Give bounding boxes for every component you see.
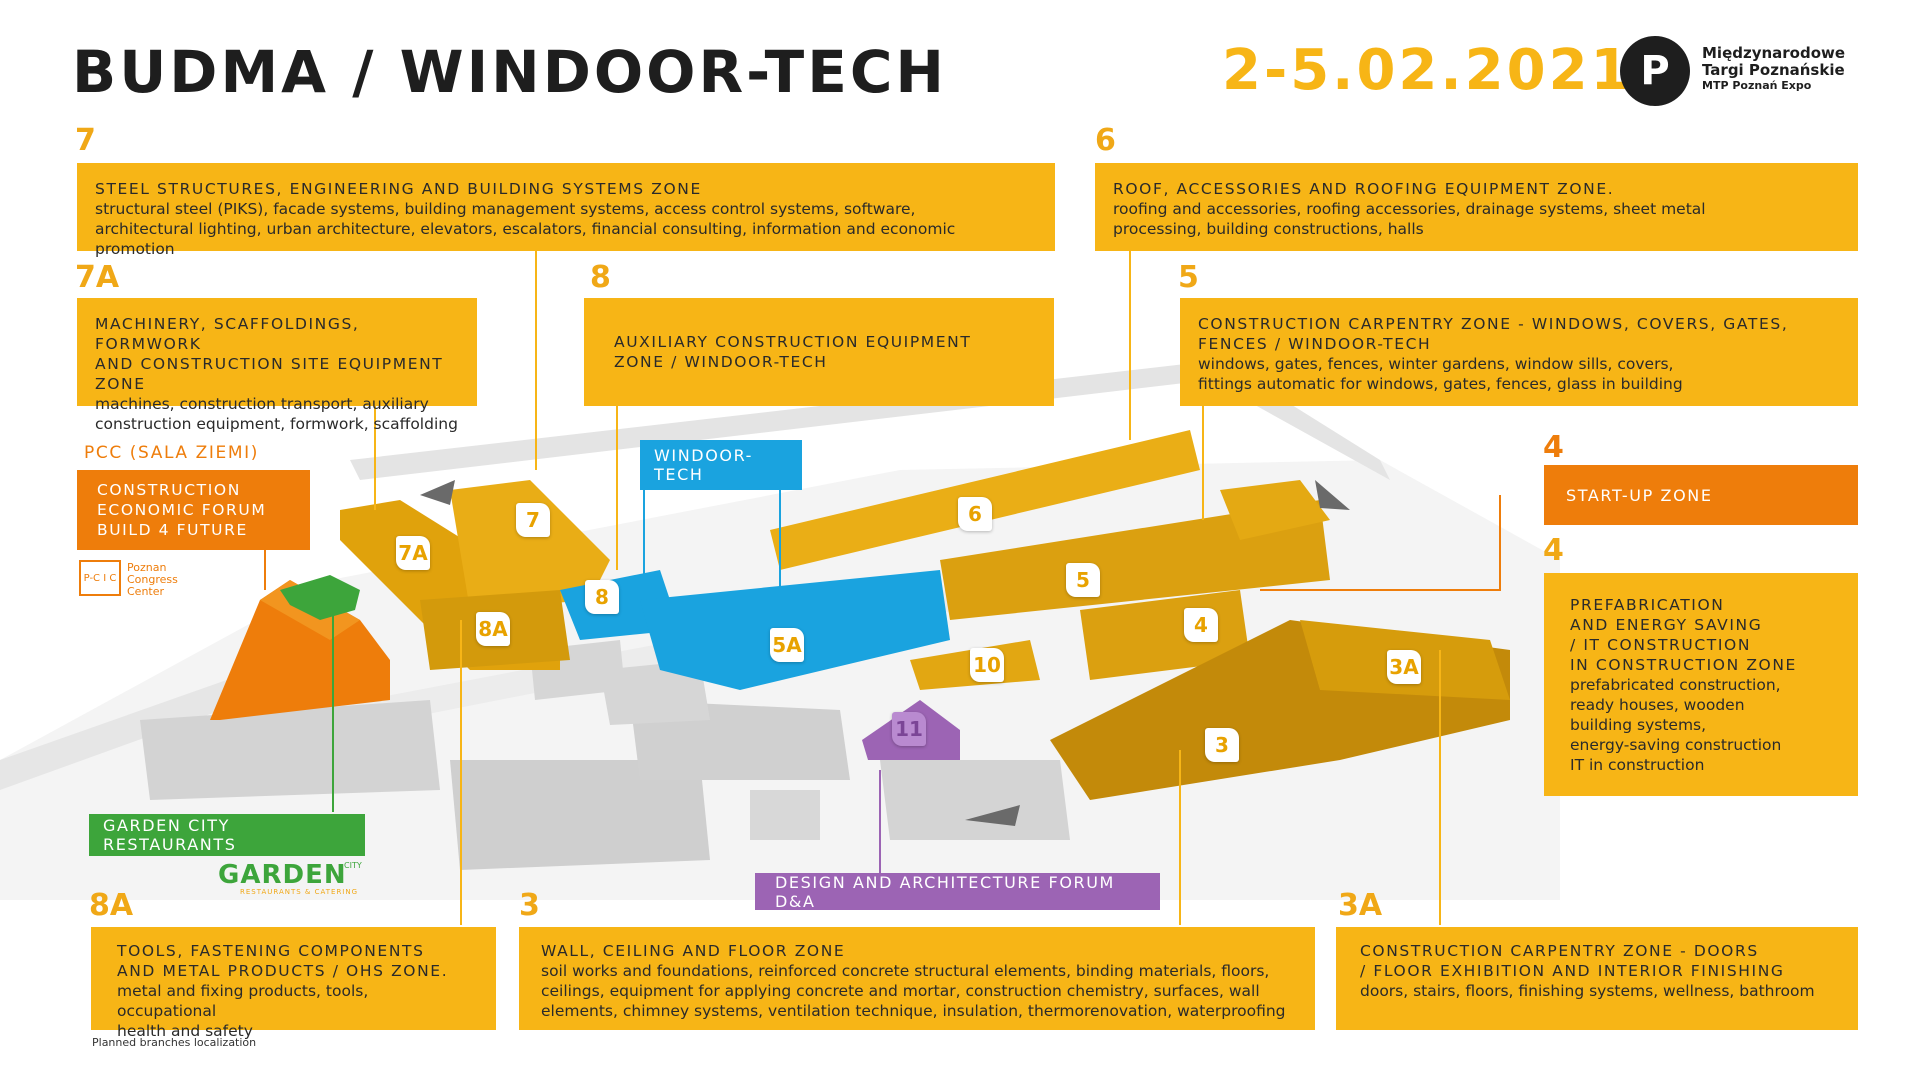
hall-8-marker[interactable]: 8 [585, 580, 619, 614]
hall-5a-marker[interactable]: 5A [770, 628, 804, 662]
zone-8a-number: 8A [89, 888, 134, 923]
zone-7a-number: 7A [75, 260, 120, 295]
zone-3-box: WALL, CEILING AND FLOOR ZONE soil works … [519, 927, 1315, 1030]
zone-5-box: CONSTRUCTION CARPENTRY ZONE - WINDOWS, C… [1180, 298, 1858, 406]
hall-3-marker[interactable]: 3 [1205, 728, 1239, 762]
garden-city-logo-sub: RESTAURANTS & CATERING [240, 888, 359, 896]
zone-8-box: AUXILIARY CONSTRUCTION EQUIPMENT ZONE / … [584, 298, 1054, 406]
zone-8-number: 8 [590, 260, 611, 295]
hall-8a-marker[interactable]: 8A [476, 612, 510, 646]
zone-3-number: 3 [519, 888, 540, 923]
hall-7a-marker[interactable]: 7A [396, 536, 430, 570]
hall-11-marker[interactable]: 11 [892, 712, 926, 746]
zone-6-number: 6 [1095, 123, 1116, 158]
zone-8a-box: TOOLS, FASTENING COMPONENTS AND METAL PR… [91, 927, 496, 1040]
zone-3a-box: CONSTRUCTION CARPENTRY ZONE - DOORS / FL… [1336, 927, 1858, 1030]
zone-7-box: STEEL STRUCTURES, ENGINEERING AND BUILDI… [77, 163, 1055, 258]
garden-city-logo: GARDEN [218, 860, 347, 890]
hall-10-marker[interactable]: 10 [970, 648, 1004, 682]
hall-3a-marker[interactable]: 3A [1387, 650, 1421, 684]
zone-5-number: 5 [1178, 260, 1199, 295]
hall-7-marker[interactable]: 7 [516, 503, 550, 537]
hall-4-marker[interactable]: 4 [1184, 608, 1218, 642]
pcc-logo-text: Poznan Congress Center [127, 561, 178, 598]
design-forum-tag: DESIGN AND ARCHITECTURE FORUM D&A [755, 873, 1160, 911]
page-title: BUDMA / WINDOOR-TECH [72, 38, 947, 106]
zone-6-box: ROOF, ACCESSORIES AND ROOFING EQUIPMENT … [1095, 163, 1858, 251]
mtp-logo-text: Międzynarodowe Targi Poznańskie MTP Pozn… [1702, 44, 1846, 93]
hall-6-marker[interactable]: 6 [958, 497, 992, 531]
event-date: 2-5.02.2021 [1222, 38, 1633, 103]
pcc-label: PCC (SALA ZIEMI) [84, 443, 259, 463]
garden-city-logo-city: CITY [344, 861, 362, 870]
zone-7-number: 7 [75, 123, 96, 158]
footnote: Planned branches localization [92, 1036, 257, 1049]
zone-3a-number: 3A [1338, 888, 1383, 923]
zone-4-box: PREFABRICATION AND ENERGY SAVING / IT CO… [1544, 573, 1858, 796]
hall-5-marker[interactable]: 5 [1066, 563, 1100, 597]
garden-city-tag: GARDEN CITY RESTAURANTS [89, 814, 365, 856]
zone-7a-box: MACHINERY, SCAFFOLDINGS, FORMWORK AND CO… [77, 298, 477, 433]
pcc-logo-icon: P-C I C [79, 560, 121, 596]
zone-4-number: 4 [1543, 533, 1564, 568]
startup-zone-box: START-UP ZONE [1544, 465, 1858, 525]
startup-zone-number: 4 [1543, 430, 1564, 465]
windoor-tech-tag: WINDOOR-TECH [640, 440, 802, 490]
mtp-logo-icon: P [1620, 36, 1690, 106]
pcc-forum-box: CONSTRUCTION ECONOMIC FORUM BUILD 4 FUTU… [77, 470, 310, 550]
